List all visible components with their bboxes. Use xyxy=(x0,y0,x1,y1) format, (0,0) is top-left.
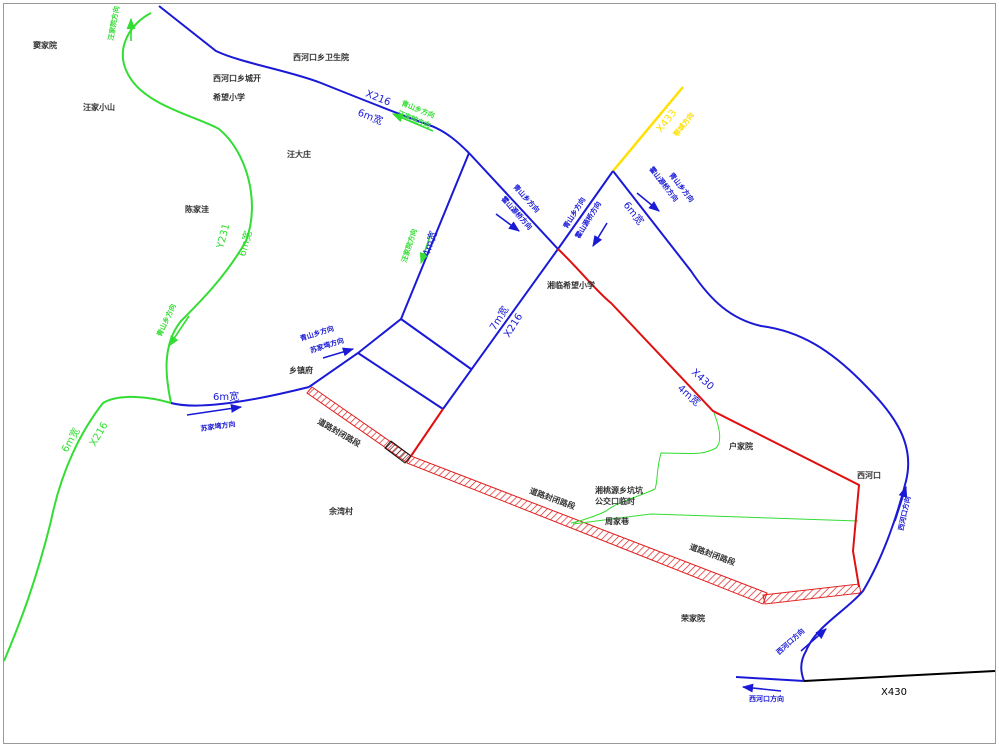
road-map: 窦家院 汪家小山 西河口乡卫生院 西河口乡城开 希望小学 汪大庄 陈家洼 乡镇府… xyxy=(4,5,995,703)
arrow-east-road xyxy=(636,192,660,212)
place-label: 公交口临时 xyxy=(595,496,635,506)
arrow-mid-road xyxy=(495,213,520,232)
x430-bottom-road xyxy=(803,670,995,682)
road-name-label: Y231 xyxy=(215,223,232,251)
closed-road-label: 道路封闭路段 xyxy=(688,541,737,567)
arrow-township xyxy=(322,347,355,359)
place-label: 湘临希望小学 xyxy=(547,280,595,290)
red-spur xyxy=(410,408,444,457)
blue-roads xyxy=(158,5,910,682)
bottom-blue-road xyxy=(735,676,805,682)
place-label: 户家院 xyxy=(729,441,753,451)
road-width-label: 6m宽 xyxy=(235,229,254,258)
arrow-hospital-road xyxy=(391,113,434,132)
arrow-east-south xyxy=(894,485,908,522)
closed-road-sections xyxy=(306,386,862,605)
direction-label: 西河口方向 xyxy=(749,694,784,703)
arrow-mid-road-2 xyxy=(592,222,608,247)
road-labels: X216 6m宽 X216 7m宽 X216 6m宽 Y231 6m宽 X430… xyxy=(58,89,907,698)
arrow-y231 xyxy=(168,315,190,347)
direction-label: 西河口方向 xyxy=(774,626,806,656)
place-label: 汪家小山 xyxy=(83,102,115,112)
road-name-label: X430 xyxy=(881,687,907,698)
place-label: 荣家院 xyxy=(680,613,705,623)
x216-mid-road xyxy=(468,152,614,251)
road-width-label: 6m宽 xyxy=(213,390,239,403)
x216-north-road xyxy=(158,5,470,154)
village-track xyxy=(570,412,721,524)
east-blue-road xyxy=(612,170,910,682)
place-label: 乡镇府 xyxy=(289,365,313,375)
connector-b xyxy=(357,352,444,410)
arrow-bottom-left xyxy=(741,683,782,693)
direction-label: 苏家塆方向 xyxy=(200,419,236,433)
closed-section-east xyxy=(762,583,862,605)
direction-label: 汪家院方向 xyxy=(399,228,418,264)
place-label: 西河口乡卫生院 xyxy=(293,52,349,62)
village-track-2 xyxy=(572,513,859,525)
road-width-label: 4m宽 xyxy=(419,229,439,258)
x216-diag-road xyxy=(442,248,559,410)
road-name-label: X216 xyxy=(88,421,110,449)
map-frame: 窦家院 汪家小山 西河口乡卫生院 西河口乡城开 希望小学 汪大庄 陈家洼 乡镇府… xyxy=(3,3,996,744)
place-label: 汪大庄 xyxy=(287,149,311,159)
place-label: 窦家院 xyxy=(33,40,57,50)
road-width-label: 6m宽 xyxy=(356,106,385,128)
green-roads xyxy=(4,12,859,662)
direction-arrows xyxy=(126,17,908,693)
x216-west-road xyxy=(4,395,172,662)
place-label: 陈家洼 xyxy=(185,204,209,214)
road-4m xyxy=(308,152,470,388)
arrow-4m-road xyxy=(419,232,432,265)
connector-a xyxy=(400,318,472,370)
township-road xyxy=(170,386,310,407)
y231-road xyxy=(121,12,253,404)
place-label: 湘桃源乡坑坑 xyxy=(595,485,643,495)
place-label: 周家巷 xyxy=(605,516,630,526)
closed-section-gate xyxy=(384,440,412,464)
direction-label: 西河口方向 xyxy=(896,495,912,531)
place-label: 希望小学 xyxy=(213,92,245,102)
direction-label: 汪家院方向 xyxy=(106,5,121,41)
closed-section-main xyxy=(406,455,768,605)
arrow-bottom xyxy=(800,628,827,652)
place-label: 西河口 xyxy=(857,470,881,480)
x430-red-road xyxy=(557,248,861,588)
x433-road xyxy=(612,86,684,172)
road-width-label: 6m宽 xyxy=(621,199,647,228)
arrow-west xyxy=(186,404,243,416)
place-label: 西河口乡城开 xyxy=(213,73,261,83)
place-label: 余湾村 xyxy=(328,506,353,516)
